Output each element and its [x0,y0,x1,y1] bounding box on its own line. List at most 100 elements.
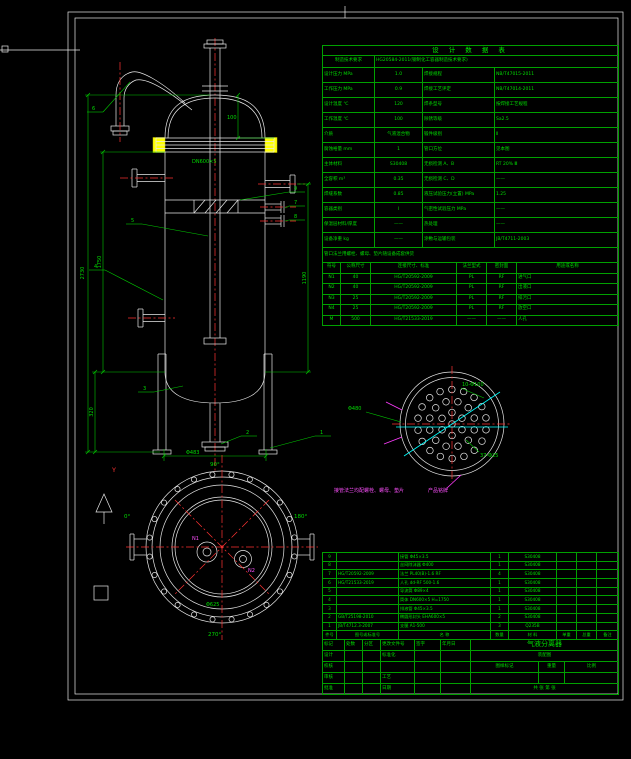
table-cell [380,661,415,673]
table-cell: 2 [490,612,509,623]
table-cell: 0.35 [374,172,423,188]
table-cell: 人孔 dd-RF 500-1.6 [398,578,491,588]
top-head [164,94,266,139]
table-cell: Sa2.5 [493,112,620,128]
table-cell: HG/T20592-2009 [336,569,399,580]
svg-text:5: 5 [131,218,134,224]
hole [442,442,450,450]
table-cell: S30408 [508,595,557,606]
table-cell [556,578,577,588]
table-cell: 符号 [322,262,341,274]
table-cell: 管口方位 [422,142,495,158]
hole [146,553,153,560]
revision-box [93,585,109,601]
table-cell: 无损检测 A、B [422,157,495,173]
angle-180: 180° [294,514,307,520]
table-cell: 批准 [322,683,345,695]
notes: 接管法兰均配螺栓、螺母、垫片 产品铭牌 [334,474,462,494]
bolt-holes [146,471,298,623]
table-cell: 设计 [322,650,345,662]
table-cell: Ⅱ [493,127,620,143]
shell-size-label: DN600×5 [192,159,217,165]
hole [161,588,168,595]
hole [191,476,197,483]
table-cell: 按焊接工艺规程 [493,97,620,113]
demister [165,199,265,214]
hole [286,571,293,578]
table-cell [556,604,577,614]
table-cell [538,672,565,684]
table-cell: 1 [490,586,509,597]
table-cell: 日期 [380,683,415,695]
hole [228,471,235,478]
table-cell: 1 [490,595,509,606]
table-cell: 处数 [344,639,363,651]
table-cell: Ⅰ [374,202,423,218]
dimensions: 2730 1750 1190 320 100 Φ483 [80,92,311,461]
table-cell: S30408 [508,604,557,614]
gooseneck-pipe [110,62,193,142]
table-cell: 焊条型号 [422,97,495,113]
hole [209,616,216,623]
table-cell: 导流筒 Φ89×4 [398,586,491,597]
table-cell: PL [456,283,487,295]
table-cell [596,621,619,632]
table-cell: —— [374,217,423,233]
table-cell: 工作温度 ℃ [322,112,375,128]
table-cell [596,569,619,580]
table-cell: —— [493,217,620,233]
hole [209,471,216,478]
table-cell: 0.85 [374,187,423,203]
dim-base-circle: Φ483 [186,450,199,456]
table-cell: 气液混合物 [374,127,423,143]
table-cell: —— [374,232,423,248]
title-block: 标记处数分区更改文件号签字年月日气液分离器设计标准化装配图校核图样标记重量比例审… [322,639,620,695]
table-cell: 审核 [322,672,345,684]
table-cell: JB/T4712.3-2007 [336,621,399,632]
table-cell: 连接尺寸、标准 [370,262,457,274]
hole [151,516,158,523]
nozzle-lower-left [128,308,175,328]
table-cell: 保温层材料/厚度 [322,217,375,233]
table-cell: 液压试验压力(立置) MPa [422,187,495,203]
hole [414,414,422,422]
hole [291,553,298,560]
dim-overall-height: 2730 [80,267,86,280]
table-cell: 管口法兰用螺栓、螺母、垫片随设备成套供货 [321,247,620,263]
table-cell: HG/T20592-2009 [370,304,457,316]
front-view: DN600×5 [80,38,331,472]
table-cell [440,672,471,684]
balloon-4: 4 [89,264,164,301]
table-cell: 4 [322,595,337,606]
table-cell: N3 [322,293,341,305]
hole [263,486,270,492]
dim-shell-length: 1750 [97,256,103,269]
hole [470,393,478,402]
balloon-8: 8 [284,214,305,222]
table-cell [596,560,619,571]
table-cell [576,560,597,571]
bottom-head [164,371,266,404]
balloon-7: 7 [284,200,305,209]
table-cell: 更改文件号 [380,639,415,651]
table-cell: RF [486,304,517,316]
table-cell: 锻件级别 [422,127,495,143]
axis-y-label: Y [111,466,116,474]
table-cell: NB/T47014-2011 [493,82,620,98]
hole [426,414,434,422]
table-cell [344,661,363,673]
hole [454,442,462,450]
table-cell: 接管 Φ45×3.5 [398,552,491,562]
table-cell: 主体材料 [322,157,375,173]
table-cell: 9 [322,552,337,562]
table-cell [414,683,441,695]
table-cell: RF [486,293,517,305]
table-cell: JB/T4711-2003 [493,232,620,248]
table-cell: S30408 [508,560,557,571]
table-cell: 25 [340,293,371,305]
table-cell: 放空口 [516,304,619,316]
table-cell: 5 [322,586,337,597]
